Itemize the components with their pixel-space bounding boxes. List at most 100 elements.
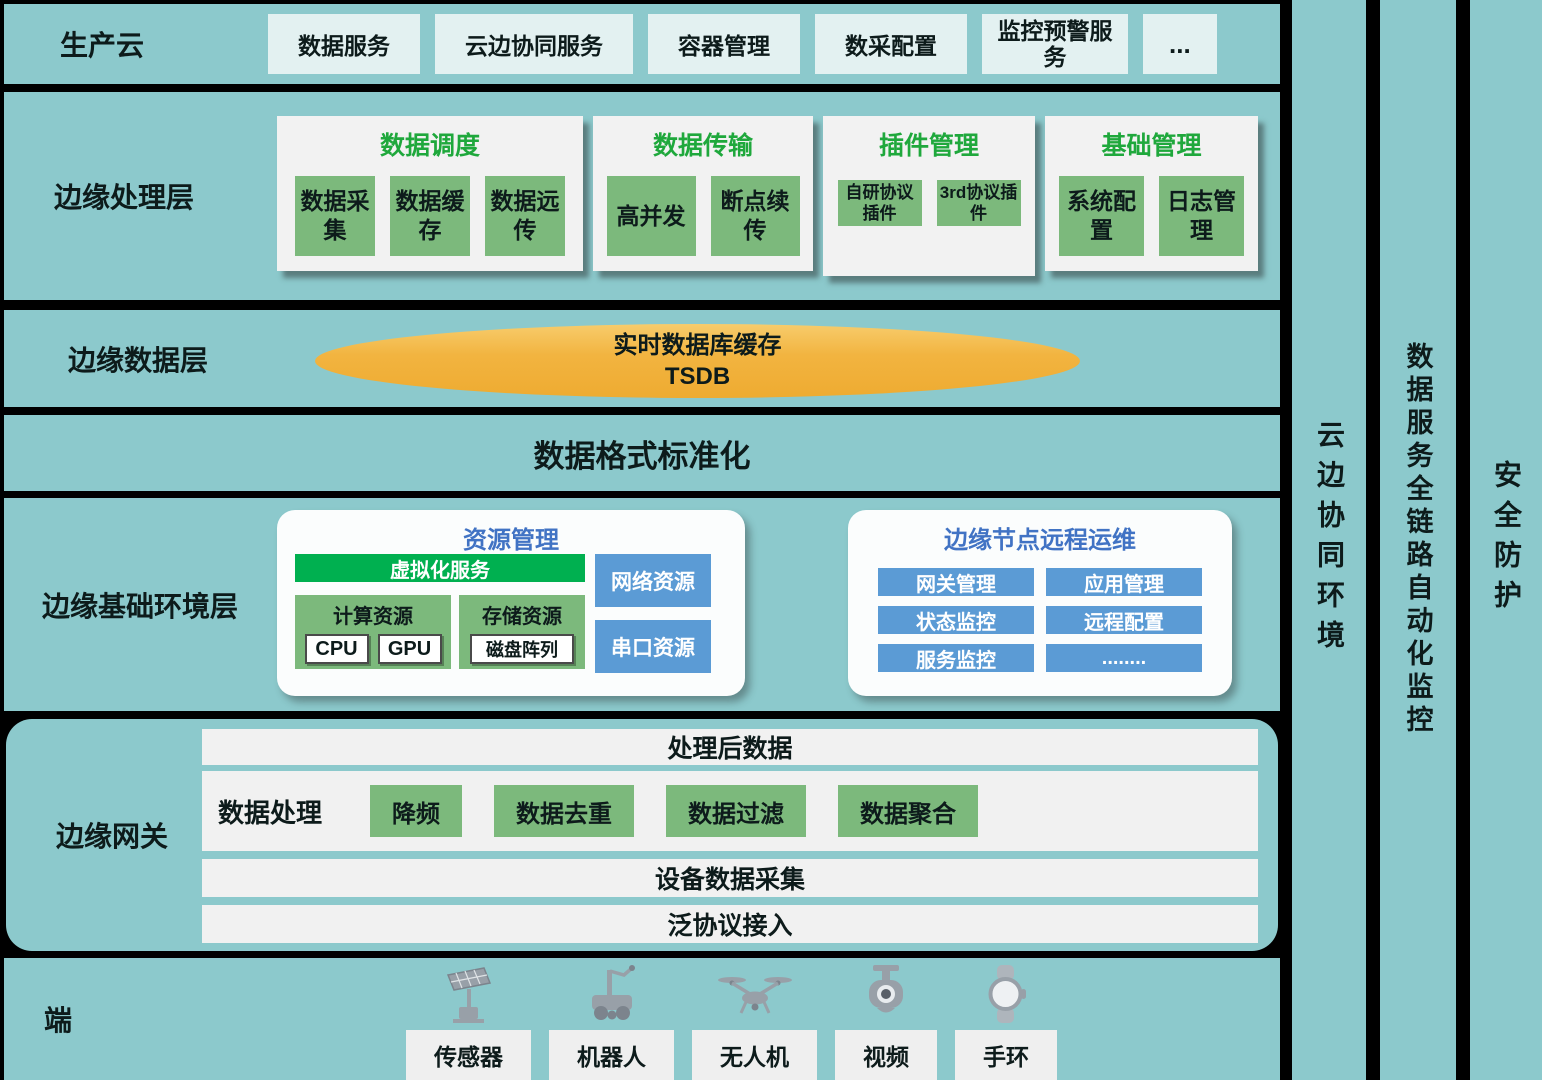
virtualization-service-bar: 虚拟化服务: [295, 554, 585, 582]
device-robot: 机器人: [549, 963, 674, 1080]
ops-item-app-mgmt: 应用管理: [1046, 568, 1202, 596]
serial-resource-box: 串口资源: [595, 620, 711, 673]
standardization-title: 数据格式标准化: [533, 438, 751, 474]
cloud-service-data-service: 数据服务: [268, 14, 420, 74]
ops-item-more: ........: [1046, 644, 1202, 672]
sidebar-data-service-monitoring: 数据服务全链路自动化监控: [1380, 0, 1456, 1080]
sidebar-security-protection: 安全防护: [1470, 0, 1542, 1080]
edge-processing-layer: 边缘处理层 数据调度 数据采集 数据缓存 数据远传 数据传输 高并发 断点续传 …: [4, 92, 1280, 300]
compute-resource-box: 计算资源 CPU GPU: [295, 595, 451, 669]
function-box: 日志管理: [1159, 176, 1244, 256]
function-box: 数据缓存: [390, 176, 470, 256]
compute-chips: CPU GPU: [295, 634, 451, 664]
layer-label-edge-processing: 边缘处理层: [54, 182, 195, 213]
tsdb-cache-cylinder: 实时数据库缓存 TSDB: [315, 324, 1080, 398]
group-items: 自研协议插件 3rd协议插件: [823, 180, 1035, 226]
watch-icon: [983, 963, 1029, 1025]
layer-label-edge-gateway: 边缘网关: [56, 821, 169, 852]
processing-box-downsample: 降频: [370, 785, 463, 837]
cloud-service-daq-config: 数采配置: [815, 14, 967, 74]
cloud-service-more: ...: [1143, 14, 1217, 74]
data-processing-boxes: 降频 数据去重 数据过滤 数据聚合: [370, 785, 979, 837]
sidebar-label: 云边协同环境: [1314, 420, 1345, 660]
compute-resource-title: 计算资源: [333, 606, 413, 628]
cpu-chip: CPU: [304, 634, 369, 664]
cloud-service-container: 容器管理: [648, 14, 800, 74]
group-title: 插件管理: [878, 132, 979, 160]
robot-icon: [580, 963, 644, 1025]
remote-ops-grid: 网关管理 应用管理 状态监控 远程配置 服务监控 ........: [878, 568, 1202, 672]
device-wristband: 手环: [955, 963, 1057, 1080]
function-box: 系统配置: [1059, 176, 1144, 256]
storage-chips: 磁盘阵列: [459, 634, 585, 664]
device-drone: 无人机: [692, 967, 817, 1080]
group-title: 数据传输: [652, 132, 753, 160]
data-processing-title: 数据处理: [218, 797, 323, 828]
tsdb-cache-title: 实时数据库缓存: [613, 331, 782, 359]
device-camera: 视频: [835, 963, 937, 1080]
gpu-chip: GPU: [377, 634, 442, 664]
device-sensor: 传感器: [406, 963, 531, 1080]
group-title: 数据调度: [379, 132, 480, 160]
group-data-scheduling: 数据调度 数据采集 数据缓存 数据远传: [277, 116, 583, 271]
resource-management-panel: 资源管理 虚拟化服务 计算资源 CPU GPU 存储资源 磁盘阵列 网络资源 串…: [277, 510, 745, 696]
layer-label-production-cloud: 生产云: [60, 30, 145, 61]
device-label: 机器人: [549, 1030, 674, 1080]
function-box: 数据远传: [485, 176, 565, 256]
group-items: 数据采集 数据缓存 数据远传: [277, 176, 583, 256]
function-box: 自研协议插件: [837, 180, 922, 226]
group-items: 高并发 断点续传: [593, 176, 813, 256]
group-data-transfer: 数据传输 高并发 断点续传: [593, 116, 813, 271]
device-label: 手环: [955, 1030, 1057, 1080]
device-label: 传感器: [406, 1030, 531, 1080]
storage-resource-title: 存储资源: [482, 606, 562, 628]
processing-groups: 数据调度 数据采集 数据缓存 数据远传 数据传输 高并发 断点续传 插件管理 自…: [277, 116, 1258, 276]
group-plugin-management: 插件管理 自研协议插件 3rd协议插件: [823, 116, 1035, 276]
cloud-services: 数据服务 云边协同服务 容器管理 数采配置 监控预警服务 ...: [268, 14, 1217, 74]
group-basic-management: 基础管理 系统配置 日志管理: [1045, 116, 1258, 271]
group-items: 系统配置 日志管理: [1045, 176, 1258, 256]
panel-title-resource-mgmt: 资源管理: [463, 527, 559, 554]
ops-item-status-monitor: 状态监控: [878, 606, 1034, 634]
processing-box-dedup: 数据去重: [494, 785, 635, 837]
device-label: 无人机: [692, 1030, 817, 1080]
edge-data-layer: 边缘数据层 实时数据库缓存 TSDB: [4, 310, 1280, 407]
storage-resource-box: 存储资源 磁盘阵列: [459, 595, 585, 669]
panel-title-remote-ops: 边缘节点远程运维: [944, 527, 1136, 554]
device-list: 传感器 机器人: [406, 963, 1057, 1080]
ops-item-service-monitor: 服务监控: [878, 644, 1034, 672]
edge-base-environment-layer: 边缘基础环境层 资源管理 虚拟化服务 计算资源 CPU GPU 存储资源 磁盘阵…: [4, 498, 1280, 711]
edge-gateway-layer: 边缘网关 处理后数据 数据处理 降频 数据去重 数据过滤 数据聚合 设备数据采集…: [6, 719, 1278, 951]
tsdb-cache-subtitle: TSDB: [664, 363, 731, 390]
layer-label-base-env: 边缘基础环境层: [42, 590, 239, 622]
device-data-collection-bar: 设备数据采集: [202, 859, 1258, 897]
function-box: 高并发: [606, 176, 696, 256]
production-cloud-layer: 生产云 数据服务 云边协同服务 容器管理 数采配置 监控预警服务 ...: [4, 4, 1280, 84]
sidebar-label: 数据服务全链路自动化监控: [1402, 342, 1433, 738]
ops-item-remote-config: 远程配置: [1046, 606, 1202, 634]
data-standardization-band: 数据格式标准化: [4, 415, 1280, 491]
layer-label-terminal: 端: [44, 1005, 73, 1036]
processing-box-aggregate: 数据聚合: [838, 785, 979, 837]
data-processing-bar: 数据处理 降频 数据去重 数据过滤 数据聚合: [202, 771, 1258, 851]
processing-box-filter: 数据过滤: [666, 785, 807, 837]
sidebar-label: 安全防护: [1491, 460, 1522, 620]
function-box: 数据采集: [295, 176, 375, 256]
group-title: 基础管理: [1101, 132, 1202, 160]
disk-array-chip: 磁盘阵列: [470, 634, 574, 664]
camera-icon: [860, 963, 912, 1025]
sensor-icon: [440, 963, 498, 1025]
ops-item-gateway-mgmt: 网关管理: [878, 568, 1034, 596]
sidebar-cloud-edge-environment: 云边协同环境: [1292, 0, 1366, 1080]
function-box: 3rd协议插件: [936, 180, 1021, 226]
network-resource-box: 网络资源: [595, 554, 711, 607]
cloud-service-cloud-edge: 云边协同服务: [435, 14, 633, 74]
cloud-service-monitor-alert: 监控预警服务: [982, 14, 1128, 74]
function-box: 断点续传: [710, 176, 800, 256]
protocol-access-bar: 泛协议接入: [202, 905, 1258, 943]
layer-label-edge-data: 边缘数据层: [68, 344, 209, 376]
terminal-layer: 端 传感器: [4, 958, 1280, 1080]
processed-data-bar: 处理后数据: [202, 729, 1258, 765]
remote-ops-panel: 边缘节点远程运维 网关管理 应用管理 状态监控 远程配置 服务监控 ......…: [848, 510, 1232, 696]
